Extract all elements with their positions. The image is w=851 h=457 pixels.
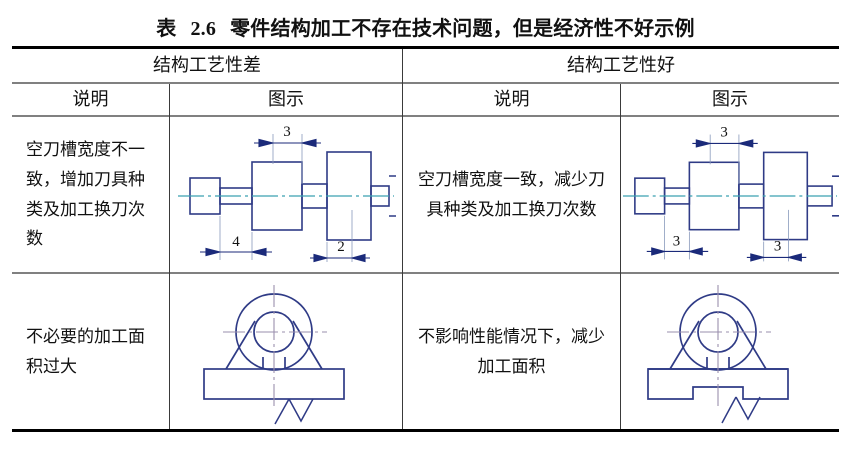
column-header-good-figure: 图示: [621, 84, 839, 115]
row-1-good-figure: 3 3 3: [621, 117, 839, 272]
row-2-good-description: 不影响性能情况下，减少加工面积: [403, 274, 620, 429]
caption-prefix: 表: [156, 18, 177, 40]
row-2-poor-figure: [170, 274, 402, 429]
row-2-poor-description: 不必要的加工面积过大: [12, 274, 169, 429]
description-text: 不必要的加工面积过大: [26, 326, 145, 376]
table-bottom-border: [12, 429, 839, 432]
dimension-label-3-right: 3: [774, 238, 781, 254]
caption-text: 零件结构加工不存在技术问题，但是经济性不好示例: [230, 18, 695, 40]
rule-col3-divider: [620, 84, 621, 429]
column-header-good-description: 说明: [403, 84, 620, 115]
stepped-shaft-unequal-grooves-drawing: 3 4 2: [178, 124, 396, 262]
row-1-good-description: 空刀槽宽度一致，减少刀具种类及加工换刀次数: [403, 117, 620, 272]
row-1-poor-description: 空刀槽宽度不一致，增加刀具种类及加工换刀次数: [12, 117, 169, 272]
group-header-good: 结构工艺性好: [403, 49, 839, 82]
rule-below-column-headers: [12, 115, 839, 117]
group-header-good-label: 结构工艺性好: [567, 54, 675, 75]
dimension-label-3-top: 3: [283, 124, 291, 140]
specification-table: 结构工艺性差 结构工艺性好 说明 图示 说明 图示 空刀槽宽度不一致，增加刀具种…: [12, 46, 839, 432]
caption-number: 2.6: [190, 18, 217, 40]
description-text: 空刀槽宽度一致，减少刀具种类及加工换刀次数: [418, 169, 605, 219]
dimension-label-4: 4: [232, 234, 240, 250]
column-header-label: 说明: [72, 88, 109, 109]
table-caption: 表 2.6 零件结构加工不存在技术问题，但是经济性不好示例: [0, 12, 851, 41]
row-1-poor-figure: 3 4 2: [170, 117, 402, 272]
rule-group-divider: [402, 49, 403, 429]
column-header-label: 图示: [712, 88, 748, 109]
table-top-border: [12, 46, 839, 49]
column-header-label: 图示: [268, 88, 304, 109]
column-header-label: 说明: [493, 88, 530, 109]
column-header-poor-description: 说明: [12, 84, 169, 115]
stepped-shaft-equal-grooves-drawing: 3 3 3: [622, 124, 839, 262]
column-header-poor-figure: 图示: [170, 84, 402, 115]
bearing-bracket-relieved-base-drawing: [646, 284, 789, 423]
description-text: 空刀槽宽度不一致，增加刀具种类及加工换刀次数: [26, 140, 145, 249]
bearing-bracket-full-base-drawing: [202, 284, 345, 424]
dimension-label-2: 2: [337, 239, 345, 255]
group-header-poor-label: 结构工艺性差: [153, 54, 261, 75]
dimension-label-3-top: 3: [720, 124, 727, 140]
surface-finish-symbol: [720, 396, 761, 423]
row-2-good-figure: [621, 274, 839, 429]
surface-finish-symbol: [273, 398, 314, 424]
rule-below-group-headers: [12, 82, 839, 84]
rule-between-rows: [12, 272, 839, 274]
description-text: 不影响性能情况下，减少加工面积: [418, 326, 605, 376]
rule-col1-divider: [169, 84, 170, 429]
group-header-poor: 结构工艺性差: [12, 49, 402, 82]
dimension-label-3-left: 3: [673, 233, 680, 249]
